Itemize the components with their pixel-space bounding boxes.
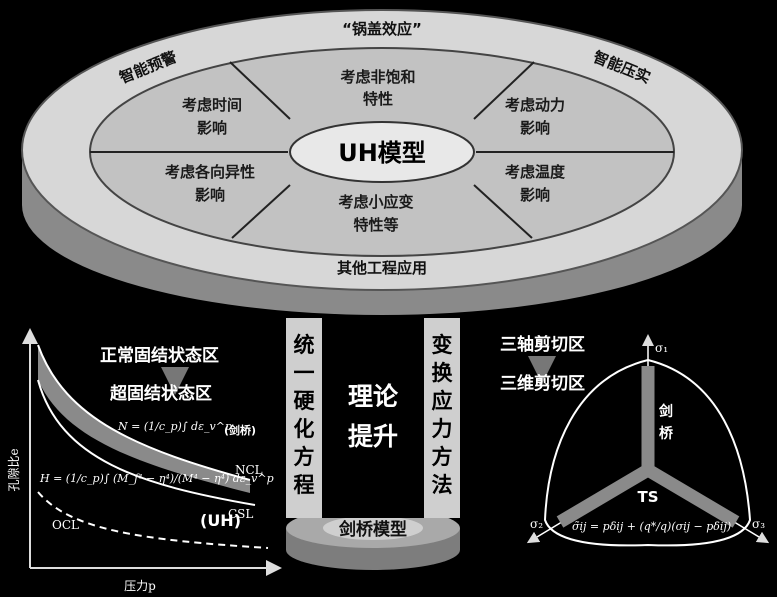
pillar-base-label: 剑桥模型	[338, 519, 407, 540]
cam-label-line1: 剑	[658, 403, 673, 420]
pillar-right-text: 变换应力方法	[432, 333, 454, 497]
segment-top-line2: 特性	[363, 90, 393, 108]
yield-surface	[543, 358, 752, 547]
segment-lower-left-line1: 考虑各向异性	[165, 163, 255, 181]
ncl-curve	[37, 344, 251, 481]
pillar-center	[322, 318, 424, 518]
segment-lower-left-line2: 影响	[195, 186, 225, 204]
uh-model-title: UH模型	[338, 139, 426, 167]
cam-hardening-formula: N = (1/c_p)∫ dε_v^p	[117, 420, 232, 433]
theory-pillar: 剑桥模型 统一硬化方程 变换应力方法 理论 提升	[286, 318, 460, 570]
normal-consolidation-label: 正常固结状态区	[100, 345, 219, 366]
cam-tag: (剑桥)	[224, 423, 256, 437]
segment-bottom-line1: 考虑小应变	[338, 193, 413, 211]
uh-hardening-formula: H = (1/c_p)∫ (M_f⁴ − η⁴)/(M⁴ − η⁴) dε_v^…	[39, 472, 274, 485]
sigma2-label: σ₂	[530, 517, 543, 531]
uh-model-disc: UH模型 考虑非饱和 特性 考虑时间 影响 考虑动力 影响 考虑各向异性 影响 …	[21, 9, 743, 315]
segment-upper-left-line1: 考虑时间	[182, 96, 242, 114]
triaxial-shear-label: 三轴剪切区	[500, 334, 585, 355]
transformed-stress-formula: σ̃ij = pδij + (q*/q)(σij − pδij)	[572, 520, 731, 533]
ts-label: TS	[637, 488, 658, 506]
over-consolidation-label: 超固结状态区	[110, 383, 212, 404]
three-dim-shear-label: 三维剪切区	[500, 373, 585, 394]
segment-top-line1: 考虑非饱和	[340, 68, 415, 86]
segment-dividers	[90, 61, 674, 239]
ring-label-bottom: 其他工程应用	[337, 259, 427, 277]
segment-bottom-line2: 特性等	[353, 216, 398, 234]
segment-lower-right-line1: 考虑温度	[505, 163, 566, 181]
ts-line-right	[644, 464, 740, 528]
uh-model-hub	[289, 121, 475, 183]
uh-tag: (UH)	[200, 511, 241, 530]
left-compression-chart: 孔隙比e 压力p 正常固结状态区 超固结状态区 N = (1/c_p)∫ dε_…	[7, 328, 282, 593]
sigma1-label: σ₁	[655, 341, 668, 355]
pillar-left-text: 统一硬化方程	[294, 333, 316, 497]
pillar-left-column	[286, 318, 322, 518]
chart-xlabel: 压力p	[124, 579, 156, 593]
right-stress-space-chart: 三轴剪切区 三维剪切区 σ₁ σ₂ σ₃ 剑 桥 TS σ̃ij = pδij …	[500, 334, 770, 547]
pillar-base-inner	[323, 516, 423, 540]
ncl-band	[38, 345, 250, 493]
ts-line-left	[556, 464, 652, 528]
ring-label-top: “锅盖效应”	[342, 20, 422, 38]
sigma3-label: σ₃	[752, 517, 765, 531]
segment-upper-left-line2: 影响	[197, 119, 227, 137]
cam-label-line2: 桥	[659, 425, 674, 442]
ocl-curve	[37, 491, 269, 549]
chart-ylabel: 孔隙比e	[7, 448, 21, 491]
segment-upper-right-line1: 考虑动力	[505, 96, 565, 114]
pillar-right-column	[424, 318, 460, 518]
ocl-label: OCL	[52, 518, 79, 532]
segment-upper-right-line2: 影响	[520, 119, 550, 137]
csl-curve	[37, 379, 256, 506]
ncl-label: NCL	[235, 463, 263, 477]
pillar-center-line1: 理论	[348, 382, 399, 411]
pillar-center-line2: 提升	[348, 422, 398, 451]
segment-lower-right-line2: 影响	[520, 186, 550, 204]
csl-label: CSL	[228, 507, 253, 521]
